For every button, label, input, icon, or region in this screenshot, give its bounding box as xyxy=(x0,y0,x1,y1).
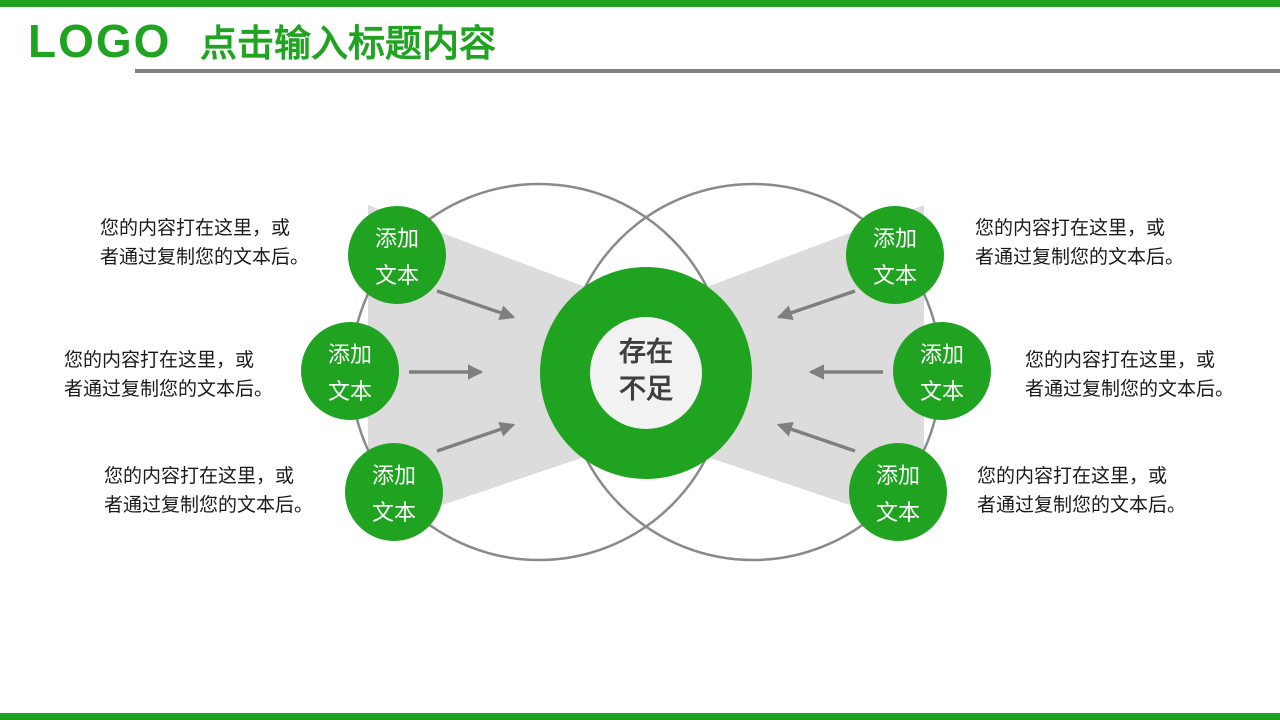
node-circle xyxy=(846,206,944,304)
node-label-line2: 文本 xyxy=(372,500,416,525)
node-circle xyxy=(849,443,947,541)
add-text-node-top-left: 添加 文本 xyxy=(348,206,446,304)
add-text-node-middle-left: 添加 文本 xyxy=(301,322,399,420)
page-title: 点击输入标题内容 xyxy=(200,23,496,64)
center-label-line1: 存在 xyxy=(619,337,673,367)
node-label-line1: 添加 xyxy=(372,463,416,488)
node-label-line2: 文本 xyxy=(920,379,964,404)
node-label-line1: 添加 xyxy=(873,226,917,251)
caption-line: 者通过复制您的文本后。 xyxy=(64,379,274,400)
arrow-right-top-icon xyxy=(776,289,856,321)
header-divider xyxy=(135,69,1280,73)
caption-line: 者通过复制您的文本后。 xyxy=(975,247,1185,268)
caption-line: 者通过复制您的文本后。 xyxy=(977,495,1187,516)
add-text-node-bottom-right: 添加 文本 xyxy=(849,443,947,541)
node-label-line2: 文本 xyxy=(328,379,372,404)
caption-line: 您的内容打在这里，或 xyxy=(1025,350,1216,371)
node-label-line1: 添加 xyxy=(920,342,964,367)
center-label-line2: 不足 xyxy=(619,374,673,404)
center-node: 存在 不足 xyxy=(540,267,752,479)
node-label-line2: 文本 xyxy=(876,500,920,525)
arrow-left-top-icon xyxy=(436,289,516,321)
caption-right-top: 您的内容打在这里，或 者通过复制您的文本后。 xyxy=(975,214,1184,272)
node-label-line2: 文本 xyxy=(873,263,917,288)
arrow-right-bottom-icon xyxy=(776,421,856,453)
add-text-node-middle-right: 添加 文本 xyxy=(893,322,991,420)
caption-line: 您的内容打在这里，或 xyxy=(975,218,1166,239)
caption-right-middle: 您的内容打在这里，或 者通过复制您的文本后。 xyxy=(1025,346,1234,404)
node-circle xyxy=(345,443,443,541)
add-text-node-top-right: 添加 文本 xyxy=(846,206,944,304)
center-inner-circle xyxy=(590,317,702,429)
caption-line: 您的内容打在这里，或 xyxy=(104,466,295,487)
node-label-line1: 添加 xyxy=(328,342,372,367)
caption-left-top: 您的内容打在这里，或 者通过复制您的文本后。 xyxy=(100,214,309,272)
node-label-line1: 添加 xyxy=(876,463,920,488)
caption-line: 者通过复制您的文本后。 xyxy=(104,495,314,516)
node-circle xyxy=(348,206,446,304)
caption-line: 者通过复制您的文本后。 xyxy=(1025,379,1235,400)
top-accent-bar xyxy=(0,0,1280,7)
caption-line: 者通过复制您的文本后。 xyxy=(100,247,310,268)
caption-left-bottom: 您的内容打在这里，或 者通过复制您的文本后。 xyxy=(104,462,313,520)
caption-left-middle: 您的内容打在这里，或 者通过复制您的文本后。 xyxy=(64,346,273,404)
node-label-line1: 添加 xyxy=(375,226,419,251)
node-circle xyxy=(893,322,991,420)
caption-line: 您的内容打在这里，或 xyxy=(64,350,255,371)
caption-line: 您的内容打在这里，或 xyxy=(977,466,1168,487)
add-text-node-bottom-left: 添加 文本 xyxy=(345,443,443,541)
caption-right-bottom: 您的内容打在这里，或 者通过复制您的文本后。 xyxy=(977,462,1186,520)
caption-line: 您的内容打在这里，或 xyxy=(100,218,291,239)
logo: LOGO xyxy=(28,15,172,67)
node-label-line2: 文本 xyxy=(375,263,419,288)
node-circle xyxy=(301,322,399,420)
arrow-left-bottom-icon xyxy=(436,421,516,453)
bottom-accent-bar xyxy=(0,713,1280,720)
